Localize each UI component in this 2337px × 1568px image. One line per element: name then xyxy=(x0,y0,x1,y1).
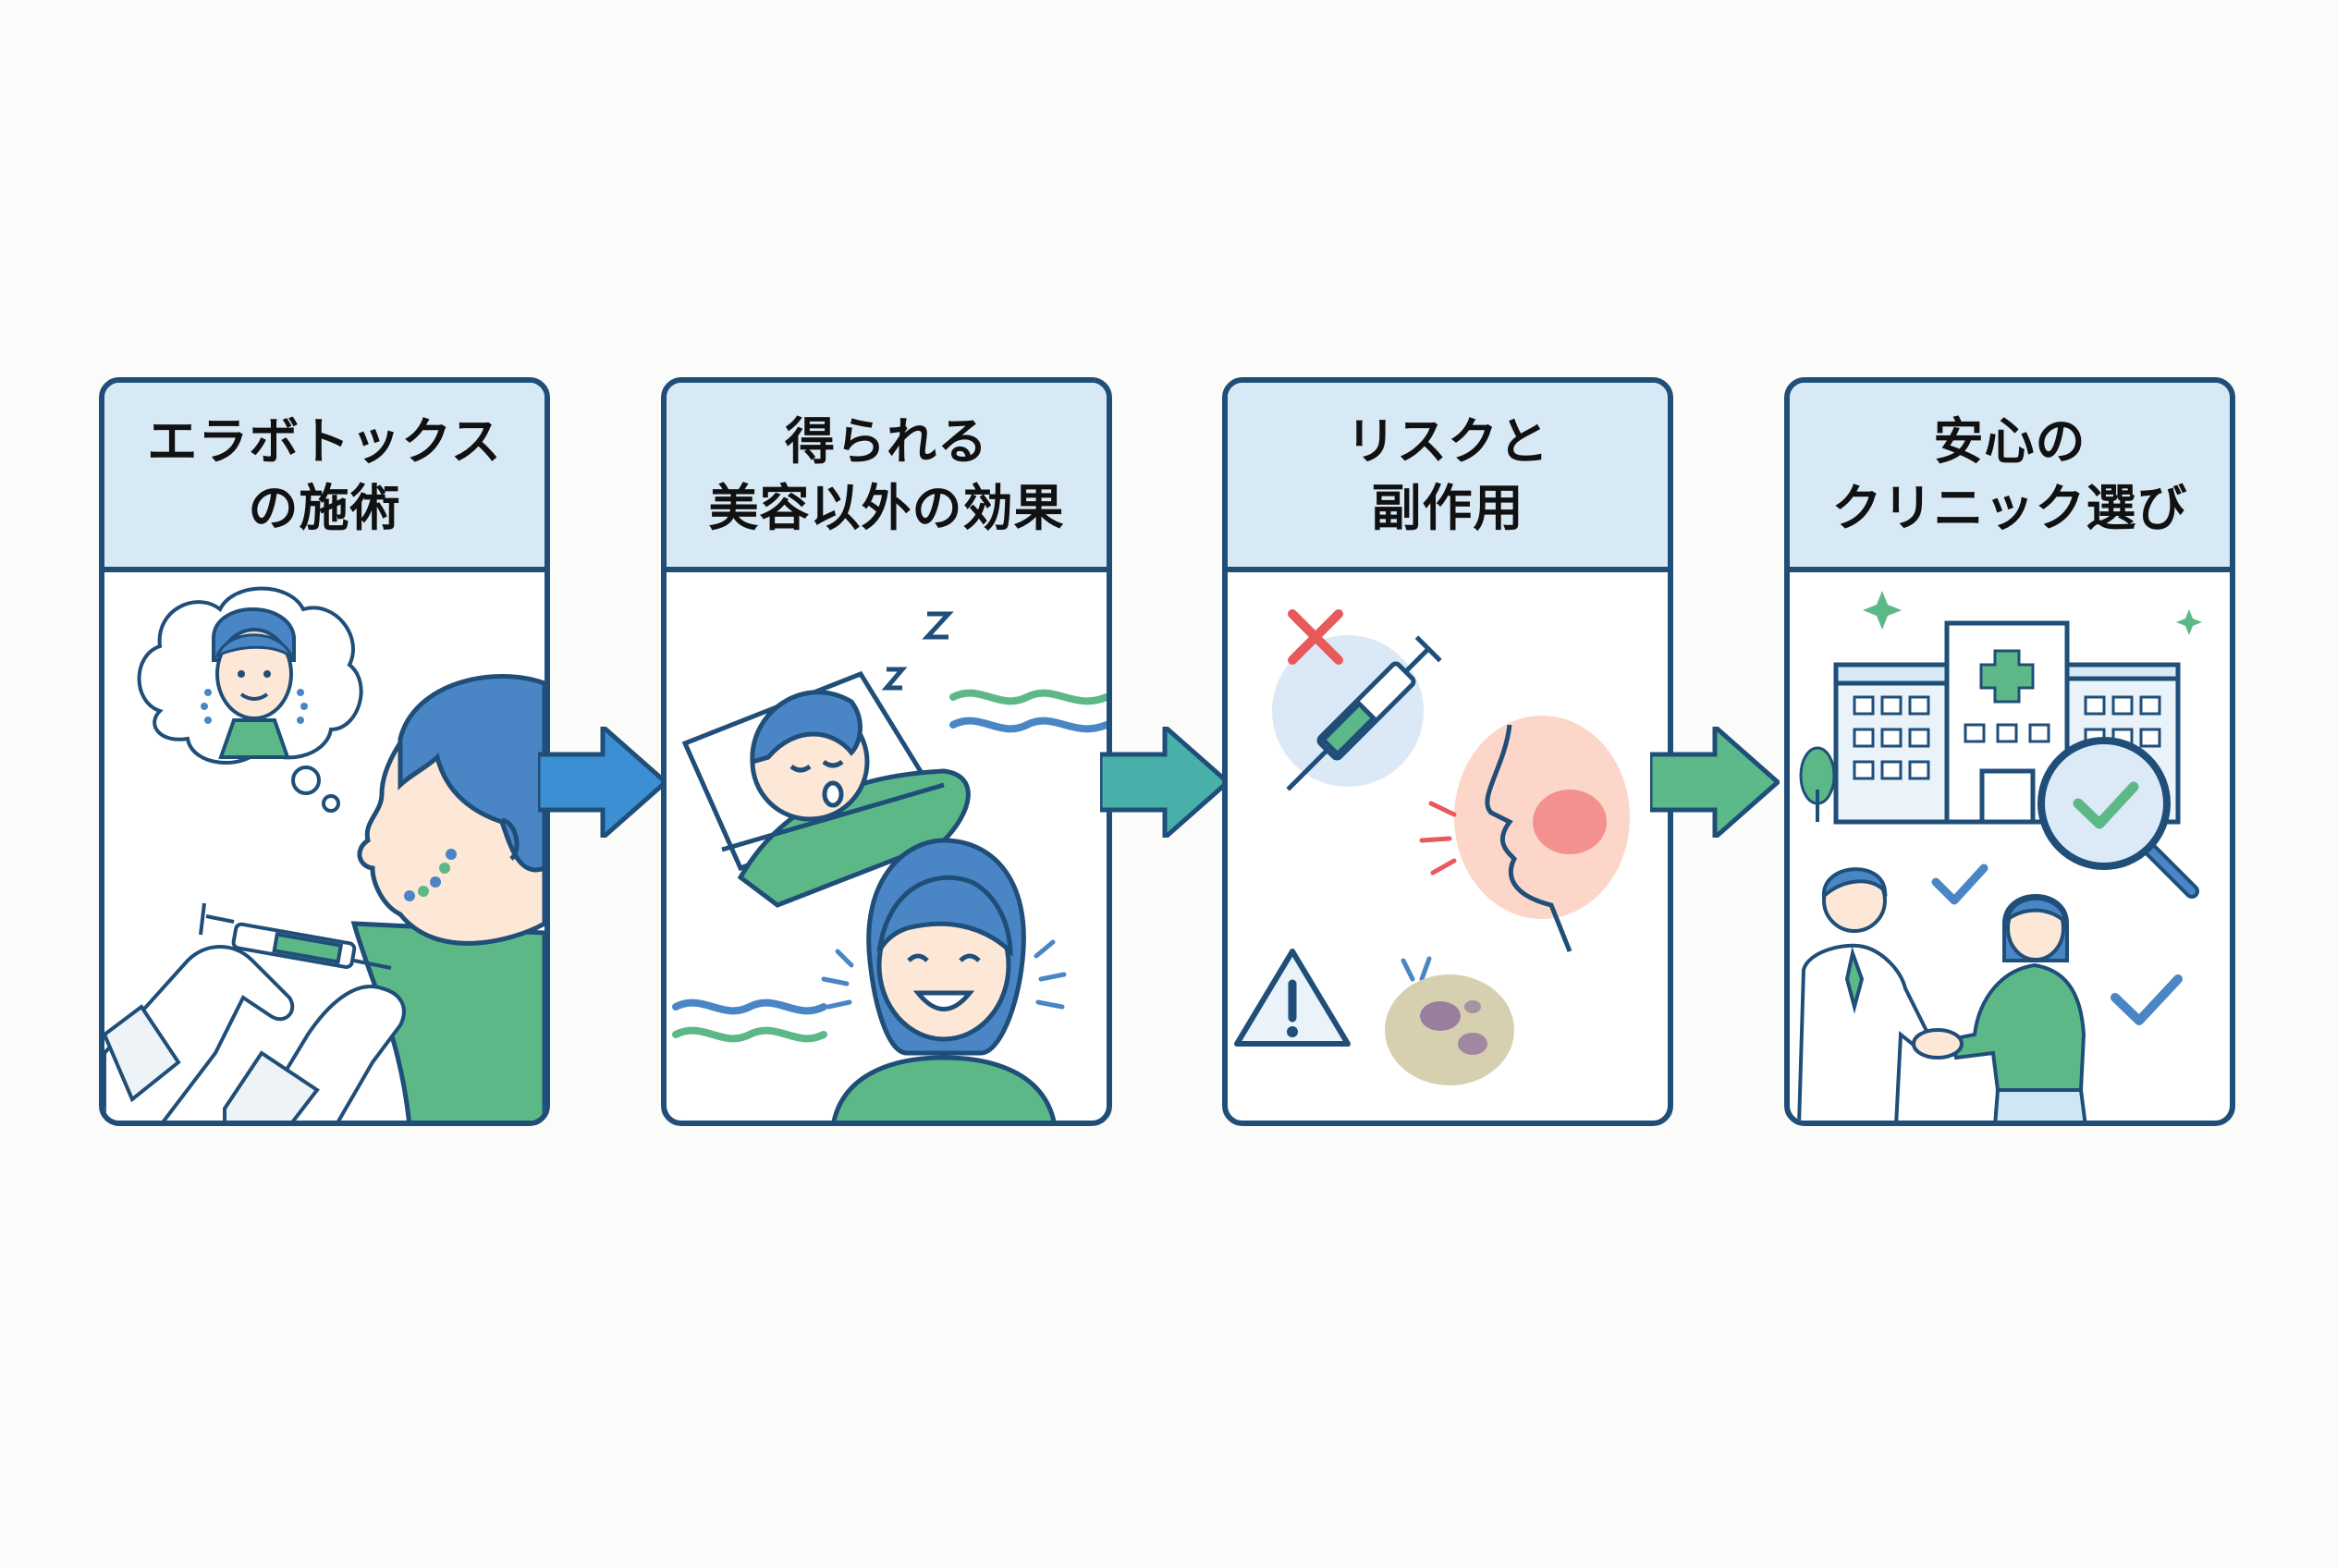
handshake-icon xyxy=(1912,1028,1964,1060)
checkmark-icon xyxy=(2073,781,2139,829)
panel-title-line2: 美容以外の効果 xyxy=(708,478,1065,537)
step-panel-benefits: 得られる 美容以外の効果 xyxy=(661,377,1112,1126)
patient-figure xyxy=(1949,894,2087,1121)
sleep-z-icon xyxy=(881,611,954,691)
x-mark-icon xyxy=(1288,609,1343,665)
hospital-cross-icon xyxy=(1979,649,2035,704)
panel-title-line2: クリニック選び xyxy=(1831,478,2188,537)
risks-scene xyxy=(1234,609,1630,1085)
magnifier-icon xyxy=(2037,737,2199,899)
checkmark-icon xyxy=(2111,974,2183,1025)
doctor-hands xyxy=(104,945,406,1121)
panel-header: 安心の クリニック選び xyxy=(1790,383,2230,572)
benefits-scene xyxy=(672,611,1107,1121)
panel-title-line2: の施術 xyxy=(248,478,401,537)
panel-header: リスクと 副作用 xyxy=(1228,383,1668,572)
panel-title-line1: エラボトックス xyxy=(147,411,502,471)
step-panel-risks: リスクと 副作用 xyxy=(1222,377,1673,1126)
warning-icon xyxy=(1234,949,1351,1047)
injection-dots xyxy=(404,849,457,901)
clinic-scene xyxy=(1797,591,2202,1121)
flow-arrow-1 xyxy=(538,727,667,838)
calm-face-icon xyxy=(212,607,296,759)
doctor-figure xyxy=(1797,867,1931,1121)
wave-lines xyxy=(672,689,1107,1043)
patient-profile xyxy=(350,674,544,1121)
flow-arrow-2 xyxy=(1100,727,1230,838)
benefits-illustration xyxy=(667,572,1107,1121)
sleeping-person xyxy=(681,670,971,908)
tree-icon xyxy=(1799,746,1836,822)
risks-illustration xyxy=(1228,572,1668,1121)
hospital-windows xyxy=(1853,695,2161,780)
panel-title-line1: 得られる xyxy=(785,411,988,471)
panel-header: エラボトックス の施術 xyxy=(104,383,544,572)
syringe-icon xyxy=(199,902,392,970)
happy-person xyxy=(831,838,1057,1121)
right-arrow-icon xyxy=(538,727,667,838)
step-panel-clinic: 安心の クリニック選び xyxy=(1784,377,2235,1126)
panel-title-line1: 安心の xyxy=(1933,411,2086,471)
flow-arrow-3 xyxy=(1650,727,1780,838)
step-panel-treatment: エラボトックス の施術 xyxy=(99,377,550,1126)
panel-header: 得られる 美容以外の効果 xyxy=(667,383,1107,572)
treatment-illustration xyxy=(104,572,544,1121)
panel-title-line2: 副作用 xyxy=(1371,478,1524,537)
alert-lines xyxy=(1419,801,1457,876)
panel-title-line1: リスクと xyxy=(1346,411,1549,471)
right-arrow-icon xyxy=(1100,727,1230,838)
irritated-face xyxy=(1454,716,1630,952)
sparkle-lines xyxy=(821,939,1067,1010)
checkmark-icon xyxy=(1931,864,1988,905)
sparkle-icon xyxy=(1863,591,2202,635)
bruise-icon xyxy=(1385,974,1514,1085)
clinic-illustration xyxy=(1790,572,2230,1121)
treatment-scene xyxy=(104,586,544,1121)
right-arrow-icon xyxy=(1650,727,1780,838)
syringe-icon xyxy=(1286,635,1442,791)
